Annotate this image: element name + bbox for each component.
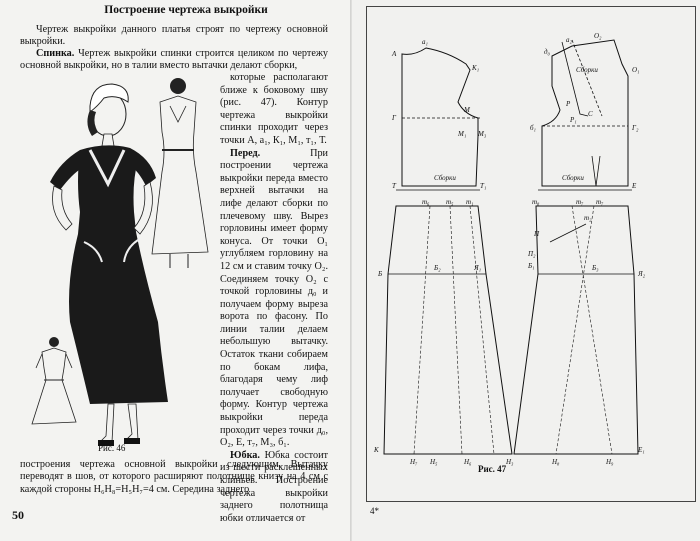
point-label: Н₇ [409, 458, 418, 466]
point-label: т₆ [422, 198, 430, 206]
point-label: Я₁ [473, 264, 481, 272]
skirt-text: Юбка состоит из шести расклешенных клинь… [220, 449, 328, 524]
sborki-label-front: Сборки [562, 174, 584, 182]
intro-paragraph: Чертеж выкройки данного платья строят по… [20, 24, 328, 48]
dress-illustration [31, 78, 209, 446]
point-label: Р [565, 100, 571, 108]
point-label: Б [377, 270, 382, 278]
right-page: Сборки Сборки Сборки А а₁ К₁ М М₁ [352, 0, 700, 541]
point-label: М₁ [457, 130, 466, 138]
point-label: К₁ [471, 64, 479, 72]
point-label: Е [631, 182, 637, 190]
back-text: Чертеж выкройки спинки строится целиком … [20, 48, 328, 72]
point-label: т₇ [596, 198, 604, 206]
point-label: а₁ [422, 38, 428, 46]
point-label: т₅ [446, 198, 454, 206]
point-label: М₃ [477, 130, 487, 138]
point-label: П₂ [527, 250, 536, 258]
text-column: которые располагают ближе к боковому шву… [220, 72, 328, 525]
point-label: Б₃ [591, 264, 599, 272]
sborki-label-back: Сборки [434, 174, 456, 182]
point-label: Б₂ [433, 264, 441, 272]
left-page: Построение чертежа выкройки Чертеж выкро… [12, 4, 328, 525]
page-title: Построение чертежа выкройки [104, 4, 268, 16]
point-label: Н₆ [463, 458, 472, 466]
back-paragraph: Спинка. Чертеж выкройки спинки строится … [20, 48, 328, 73]
pattern-drawing-fig47: Сборки Сборки Сборки А а₁ К₁ М М₁ [366, 6, 696, 502]
point-label: П [533, 230, 540, 238]
figure-46-caption: Рис. 46 [98, 443, 126, 453]
point-label: К [373, 446, 379, 454]
point-label: Г [391, 114, 397, 122]
point-label: Т [392, 182, 397, 190]
front-heading: Перед. [230, 147, 261, 159]
point-label: М [463, 106, 471, 114]
point-label: т₈ [532, 198, 540, 206]
figure-47-caption: Рис. 47 [478, 464, 507, 474]
point-label: А [391, 50, 397, 58]
point-label: Н₃ [505, 458, 514, 466]
point-label: б₁ [530, 124, 536, 132]
bottom-paragraph: построения чертежа основной выкройки сле… [20, 459, 328, 495]
front-paragraph: Перед. При построении чертежа выкройки п… [220, 148, 328, 450]
point-label: Н₈ [551, 458, 560, 466]
point-label: Е₁ [637, 446, 645, 454]
page-number: 50 [12, 508, 24, 522]
point-label: Н₉ [605, 458, 614, 466]
point-label: Б₁ [527, 262, 535, 270]
point-label: С [588, 110, 593, 118]
point-label: Т₁ [480, 182, 486, 190]
point-label: Р₁ [569, 116, 577, 124]
point-label: д₀ [544, 48, 551, 56]
point-label: Н₅ [429, 458, 438, 466]
point-label: т₁ [466, 198, 474, 206]
point-label: Я₂ [637, 270, 646, 278]
point-label: О₂ [594, 32, 602, 40]
signature-mark: 4* [370, 506, 379, 516]
back-heading: Спинка. [36, 48, 75, 59]
skirt-paragraph: Юбка. Юбка состоит из шести расклешенных… [220, 450, 328, 526]
point-label: т₇ [576, 198, 584, 206]
point-label: т₂ [584, 214, 592, 222]
column-paragraph-back: которые располагают ближе к боковому шву… [220, 72, 328, 146]
point-label: О₁ [632, 66, 640, 74]
point-label: Г₂ [631, 124, 639, 132]
skirt-heading: Юбка. [230, 449, 260, 461]
point-label: а₂ [566, 36, 573, 44]
sborki-label-front-top: Сборки [576, 66, 598, 74]
front-text: При построении чертежа выкройки переда в… [220, 147, 328, 449]
